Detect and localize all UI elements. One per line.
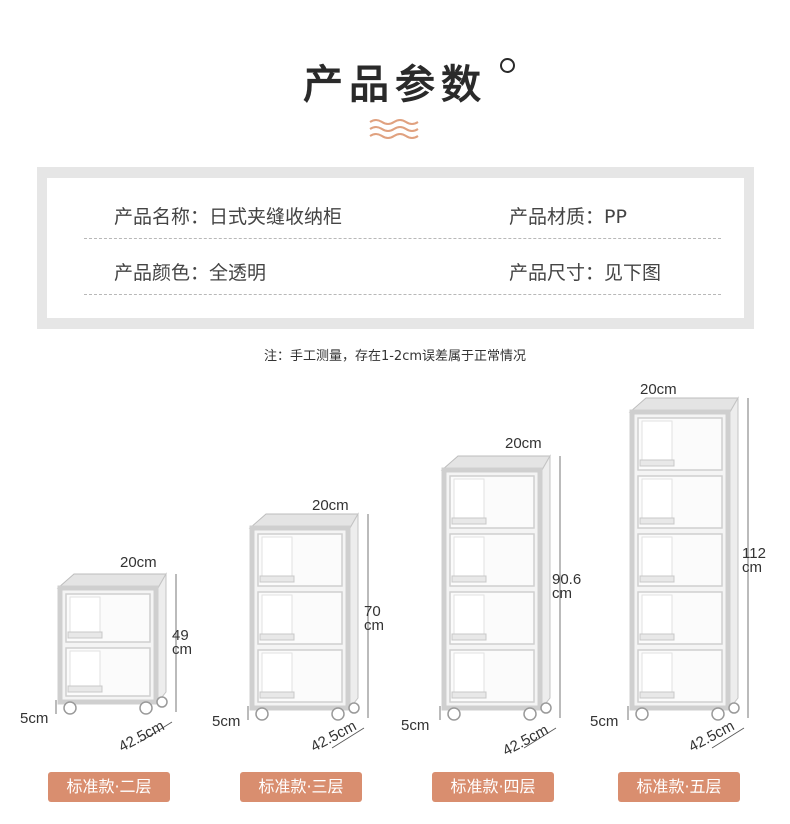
caster-wheel-icon: [139, 701, 153, 715]
model-badge-2-layer: 标准款·二层: [48, 772, 170, 802]
spec-value: 日式夹缝收纳柜: [209, 206, 343, 228]
height-unit-label: cm: [364, 617, 384, 634]
degree-ring-icon: [500, 58, 515, 73]
drawer-reflection: [641, 478, 673, 524]
depth-label: 42.5cm: [686, 717, 737, 755]
depth-label: 42.5cm: [308, 717, 359, 755]
spec-color: 产品颜色：全透明: [114, 258, 266, 285]
drawer-handle: [451, 633, 487, 641]
measurement-note: 注：手工测量，存在1-2cm误差属于正常情况: [263, 349, 527, 364]
cabinet-2-layer: [55, 572, 177, 743]
height-unit-label: cm: [742, 559, 762, 576]
depth-dimension-line: [523, 727, 557, 749]
spec-value: PP: [604, 206, 627, 228]
spec-label: 产品颜色：: [114, 262, 210, 284]
caster-wheel-icon: [711, 707, 725, 721]
wheel-height-label: 5cm: [401, 717, 429, 734]
width-label: 20cm: [312, 497, 349, 514]
drawer-reflection: [453, 652, 485, 698]
model-badge-5-layer: 标准款·五层: [618, 772, 740, 802]
drawer-reflection: [69, 650, 101, 692]
depth-label: 42.5cm: [116, 717, 167, 755]
spec-size: 产品尺寸：见下图: [509, 258, 661, 285]
drawer-reflection: [453, 594, 485, 640]
model-badge-4-layer: 标准款·四层: [432, 772, 554, 802]
drawer-reflection: [641, 536, 673, 582]
drawer-handle: [259, 575, 295, 583]
caster-wheel-icon: [63, 701, 77, 715]
caster-wheel-icon: [331, 707, 345, 721]
cabinet-side: [541, 454, 551, 710]
drawer-handle: [67, 631, 103, 639]
width-label: 20cm: [505, 435, 542, 452]
caster-wheel-icon: [523, 707, 537, 721]
drawer-reflection: [261, 536, 293, 582]
drawer-handle: [639, 517, 675, 525]
spec-row: 产品颜色：全透明 产品尺寸：见下图: [84, 248, 721, 295]
caster-wheel-icon: [540, 702, 552, 714]
drawer-handle: [451, 575, 487, 583]
drawer-handle: [67, 685, 103, 693]
height-unit-label: cm: [552, 585, 572, 602]
height-label: 112: [742, 545, 766, 562]
spec-value: 见下图: [604, 262, 662, 284]
spec-panel: 产品名称：日式夹缝收纳柜 产品材质：PP 产品颜色：全透明 产品尺寸：见下图: [37, 167, 754, 329]
wheel-height-label: 5cm: [20, 710, 48, 727]
width-label: 20cm: [640, 381, 677, 398]
drawer-handle: [639, 575, 675, 583]
wave-divider-icon: [369, 119, 419, 139]
drawer-handle: [451, 517, 487, 525]
drawer-handle: [639, 459, 675, 467]
cabinet-3-layer: [247, 512, 369, 749]
cabinet-side: [729, 396, 739, 710]
spec-row: 产品名称：日式夹缝收纳柜 产品材质：PP: [84, 192, 721, 239]
height-label: 70: [364, 603, 381, 620]
caster-wheel-icon: [635, 707, 649, 721]
drawer-handle: [639, 691, 675, 699]
depth-dimension-line: [139, 721, 173, 743]
drawer-reflection: [641, 420, 673, 466]
spec-value: 全透明: [209, 262, 267, 284]
cabinet-4-layer: [439, 454, 561, 749]
wheel-height-label: 5cm: [212, 713, 240, 730]
spec-material: 产品材质：PP: [509, 202, 627, 229]
drawer-reflection: [641, 652, 673, 698]
drawer-reflection: [69, 596, 101, 638]
depth-dimension-line: [711, 727, 745, 749]
drawer-handle: [639, 633, 675, 641]
page-title: 产品参数: [303, 62, 487, 108]
wheel-height-label: 5cm: [590, 713, 618, 730]
drawer-handle: [451, 691, 487, 699]
cabinet-side: [349, 512, 359, 710]
caster-wheel-icon: [255, 707, 269, 721]
spec-label: 产品尺寸：: [509, 262, 605, 284]
spec-table: 产品名称：日式夹缝收纳柜 产品材质：PP 产品颜色：全透明 产品尺寸：见下图: [47, 178, 744, 318]
drawer-handle: [259, 633, 295, 641]
drawer-reflection: [453, 478, 485, 524]
drawer-reflection: [641, 594, 673, 640]
height-unit-label: cm: [172, 641, 192, 658]
cabinet-5-layer: [627, 396, 749, 749]
depth-dimension-line: [331, 727, 365, 749]
spec-label: 产品材质：: [509, 206, 605, 228]
drawer-reflection: [261, 652, 293, 698]
width-label: 20cm: [120, 554, 157, 571]
model-badge-3-layer: 标准款·三层: [240, 772, 362, 802]
spec-label: 产品名称：: [114, 206, 210, 228]
caster-wheel-icon: [156, 696, 168, 708]
drawer-reflection: [453, 536, 485, 582]
drawer-handle: [259, 691, 295, 699]
spec-name: 产品名称：日式夹缝收纳柜: [114, 202, 342, 229]
caster-wheel-icon: [728, 702, 740, 714]
height-label: 49: [172, 627, 189, 644]
drawer-reflection: [261, 594, 293, 640]
caster-wheel-icon: [348, 702, 360, 714]
caster-wheel-icon: [447, 707, 461, 721]
height-label: 90.6: [552, 571, 581, 588]
cabinet-side: [157, 572, 167, 704]
depth-label: 42.5cm: [500, 721, 551, 759]
